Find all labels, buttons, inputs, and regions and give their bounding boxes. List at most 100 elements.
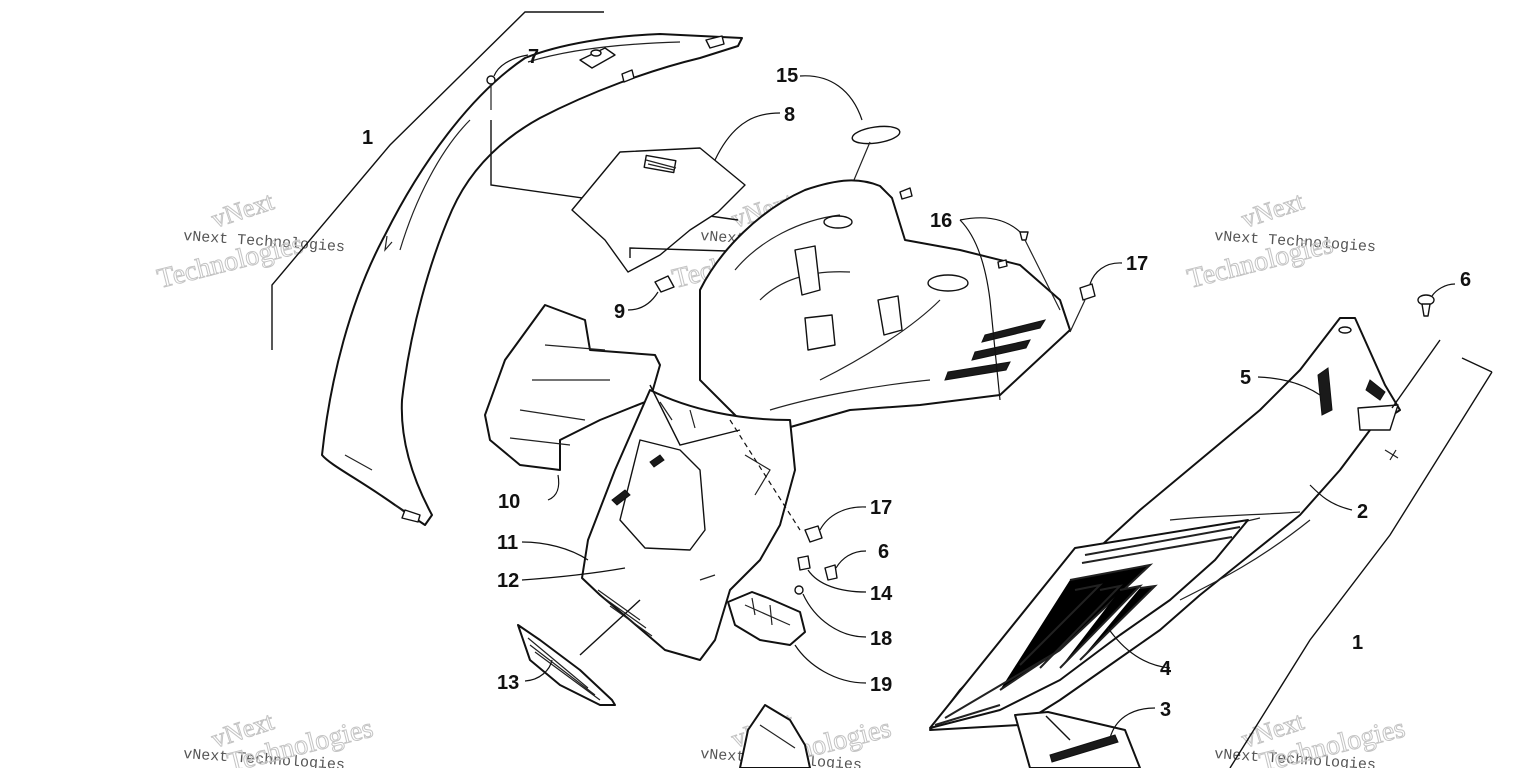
callout-label: 6 [1460, 269, 1471, 291]
louver-2 [971, 339, 1031, 361]
decal-stripe [1079, 584, 1158, 661]
leader-3 [1109, 707, 1156, 739]
decal-3-axis [1045, 715, 1071, 741]
bracket-nose-lower [579, 599, 641, 656]
decal-stripe [1019, 583, 1104, 666]
bracket-nose [649, 384, 741, 446]
screw-head [486, 75, 496, 85]
decal-stripe [1081, 536, 1233, 564]
lower-center-shell [739, 704, 811, 768]
decal-stripe [1039, 584, 1123, 669]
callout-label: 18 [870, 628, 892, 650]
callout-label: 5 [1240, 367, 1251, 389]
side-panel-hole-right [1338, 326, 1352, 334]
callout-label: 14 [870, 583, 893, 605]
side-panel-hole [590, 49, 602, 57]
bracket-clip-detail [1384, 449, 1399, 461]
leader-12 [521, 567, 626, 581]
callout-label: 1 [362, 127, 373, 149]
leader-2 [1309, 484, 1353, 511]
main-hood [699, 179, 1071, 431]
nose-opening [619, 439, 706, 551]
decal-stripe [1084, 526, 1241, 556]
side-panel-bracket [1357, 404, 1399, 431]
leader-16b [959, 219, 1001, 401]
leader-10 [547, 474, 560, 501]
decal-part-3 [1014, 711, 1141, 768]
nose-dashed-axis [729, 419, 801, 531]
windshield [571, 147, 746, 273]
leader-14 [807, 569, 867, 593]
decal-stripe [934, 704, 1001, 726]
watermark-brand-top: vNext [1238, 186, 1308, 233]
leader-11 [521, 541, 589, 561]
callout-label: 3 [1160, 699, 1171, 721]
clip-17-lower [804, 525, 823, 543]
nose-part-11 [521, 384, 801, 661]
callout-label: 19 [870, 674, 892, 696]
side-panel-dark-notch [1365, 379, 1386, 401]
leader-6-top [1431, 283, 1456, 297]
hood-contours [734, 214, 941, 411]
louver-1 [981, 319, 1047, 343]
callout-label: 8 [784, 104, 795, 126]
leader-18 [802, 593, 867, 638]
leader-9 [627, 291, 659, 311]
right-side-panel [929, 317, 1493, 768]
callout-label: 16 [930, 210, 952, 232]
callout-label: 10 [498, 491, 520, 513]
lens [851, 125, 901, 145]
decal-stripes [934, 526, 1241, 726]
hood-vent-right [877, 295, 903, 336]
leader-7 [493, 54, 529, 77]
leader-4 [1107, 627, 1171, 669]
callout-label: 4 [1160, 658, 1172, 680]
leader-8 [714, 112, 781, 161]
decal-part-3-logo [1049, 734, 1119, 763]
leader-5 [1257, 376, 1321, 396]
decal-part-4 [929, 519, 1249, 729]
callout-label: 9 [614, 301, 625, 323]
lower-center-contour [759, 724, 796, 749]
leader-15 [799, 75, 863, 121]
headlight-lens [517, 624, 616, 706]
watermark-bottom-right: vNext vNext Technologies Technologies [1214, 706, 1409, 768]
clip-part-17-top [1069, 262, 1123, 333]
watermark-bottom-left: vNext vNext Technologies Technologies [183, 706, 377, 768]
leader-19 [794, 644, 867, 684]
callout-label: 7 [528, 46, 539, 68]
callout-label: 17 [870, 497, 892, 519]
leader-17-top [1089, 262, 1123, 285]
duct-part-10 [484, 304, 661, 501]
nut-14 [797, 555, 811, 571]
nose-contours [659, 401, 771, 581]
bolts-part-16 [959, 217, 1061, 401]
duct-shell [484, 304, 661, 471]
side-panel-tab-mid [621, 69, 635, 83]
duct-steps [509, 344, 610, 446]
callout-label: 17 [1126, 253, 1148, 275]
hood-opening-left [823, 215, 853, 229]
watermark-top-right: vNext vNext Technologies Technologies [1184, 186, 1377, 296]
louver-3 [944, 361, 1011, 381]
side-panel-contours [344, 41, 681, 516]
leader-6-lower [835, 550, 867, 569]
bracket-rivet-6 [1391, 339, 1441, 409]
watermark-brand-top: vNext [208, 186, 278, 233]
watermark-top-left: vNext vNext Technologies Technologies [154, 186, 346, 296]
callout-label: 6 [878, 541, 889, 563]
decal-stripe [944, 649, 1061, 719]
clip-17 [1079, 283, 1096, 301]
rivet-part-6 [1417, 283, 1456, 317]
nose-slot-2 [649, 454, 665, 468]
windshield-part-8 [571, 112, 781, 273]
clip-part-9 [627, 275, 675, 311]
bolt-16-axis [1024, 239, 1061, 311]
headlight-lens-hatch [527, 637, 601, 701]
bolt-16-a [1019, 231, 1029, 241]
bracket-part-1-left [271, 11, 604, 350]
callout-label: 2 [1357, 501, 1368, 523]
callout-label: 11 [497, 532, 518, 554]
callout-label: 1 [1352, 632, 1363, 654]
